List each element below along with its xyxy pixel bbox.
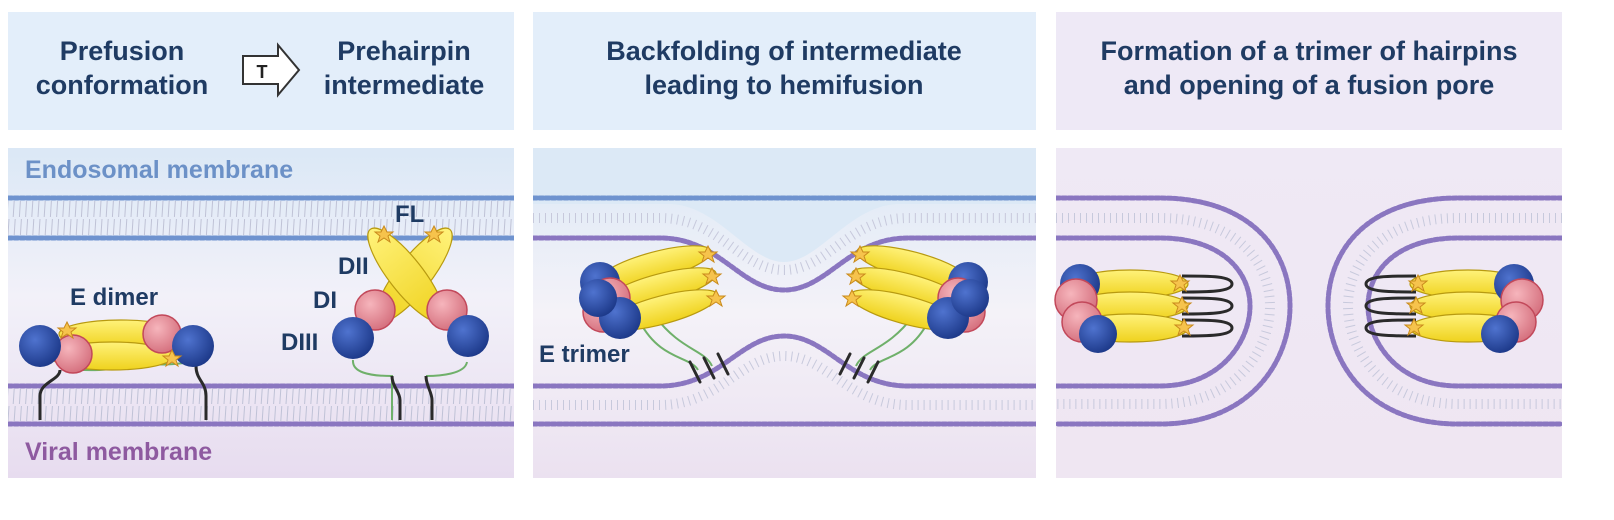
e-trimer-right bbox=[838, 244, 989, 384]
e-dimer-label: E dimer bbox=[70, 284, 158, 311]
panel-1: Endosomal membrane Viral membrane E dime… bbox=[8, 148, 514, 478]
fusion-loop-label: FL bbox=[395, 201, 424, 228]
domain-ii-label: DII bbox=[338, 253, 369, 280]
e-trimer-label: E trimer bbox=[539, 341, 630, 368]
header-1-left-line-1: Prefusion bbox=[60, 36, 185, 66]
endosomal-membrane-label: Endosomal membrane bbox=[25, 156, 293, 184]
panel-2: E trimer bbox=[533, 148, 1036, 478]
header-2-line-1: Backfolding of intermediate bbox=[606, 36, 962, 66]
e-trimer-left bbox=[579, 244, 730, 384]
panel-3 bbox=[1054, 148, 1562, 478]
header-box-3 bbox=[1056, 12, 1562, 130]
arrow-label: T bbox=[257, 62, 268, 82]
domain-iii-label: DIII bbox=[281, 329, 318, 356]
header-3-line-1: Formation of a trimer of hairpins bbox=[1100, 36, 1517, 66]
domain-i-label: DI bbox=[313, 287, 337, 314]
e-dimer bbox=[19, 314, 214, 420]
viral-membrane-label: Viral membrane bbox=[25, 438, 212, 466]
prehairpin-intermediate bbox=[332, 224, 489, 420]
header-1-right-line-1: Prehairpin bbox=[337, 36, 471, 66]
trimer-of-hairpins-left bbox=[1054, 264, 1234, 353]
transition-arrow-icon: T bbox=[242, 42, 301, 98]
trimer-of-hairpins-right bbox=[1364, 264, 1544, 353]
header-box-2 bbox=[533, 12, 1036, 130]
header-1-left-line-2: conformation bbox=[36, 70, 209, 100]
header-2-line-2: leading to hemifusion bbox=[644, 70, 923, 100]
header-1-right-line-2: intermediate bbox=[324, 70, 485, 100]
fusion-loop-star-icon bbox=[56, 320, 183, 368]
fusion-pore-membranes bbox=[1056, 195, 1562, 427]
header-3-line-2: and opening of a fusion pore bbox=[1124, 70, 1495, 100]
